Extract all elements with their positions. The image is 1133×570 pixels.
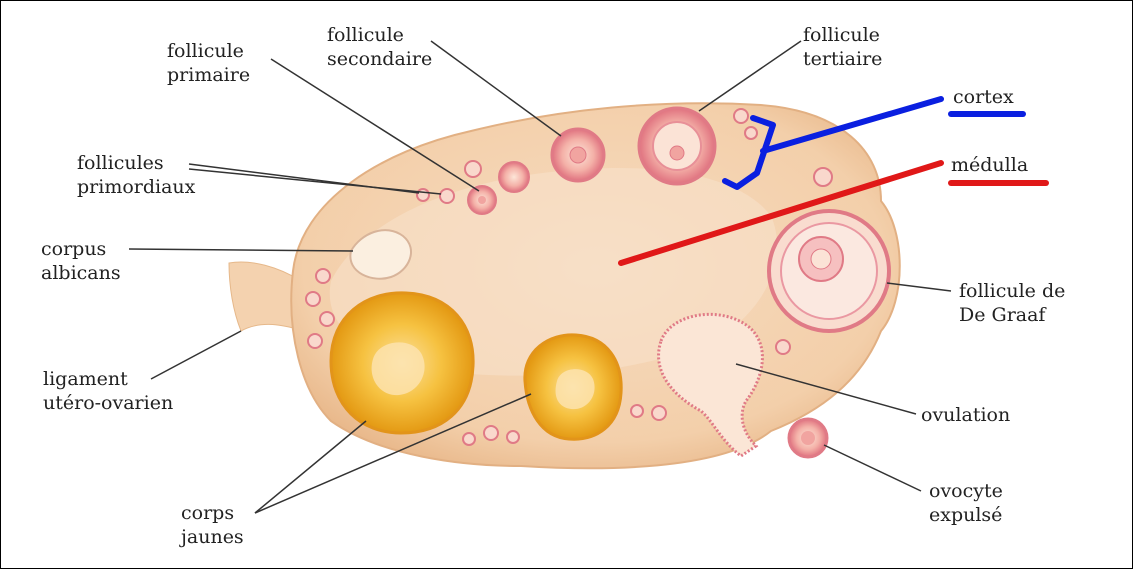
label-cortex: cortex (953, 85, 1014, 109)
label-medulla: médulla (951, 153, 1028, 177)
small-follicle (499, 162, 529, 192)
label-ovulation: ovulation (921, 403, 1010, 427)
